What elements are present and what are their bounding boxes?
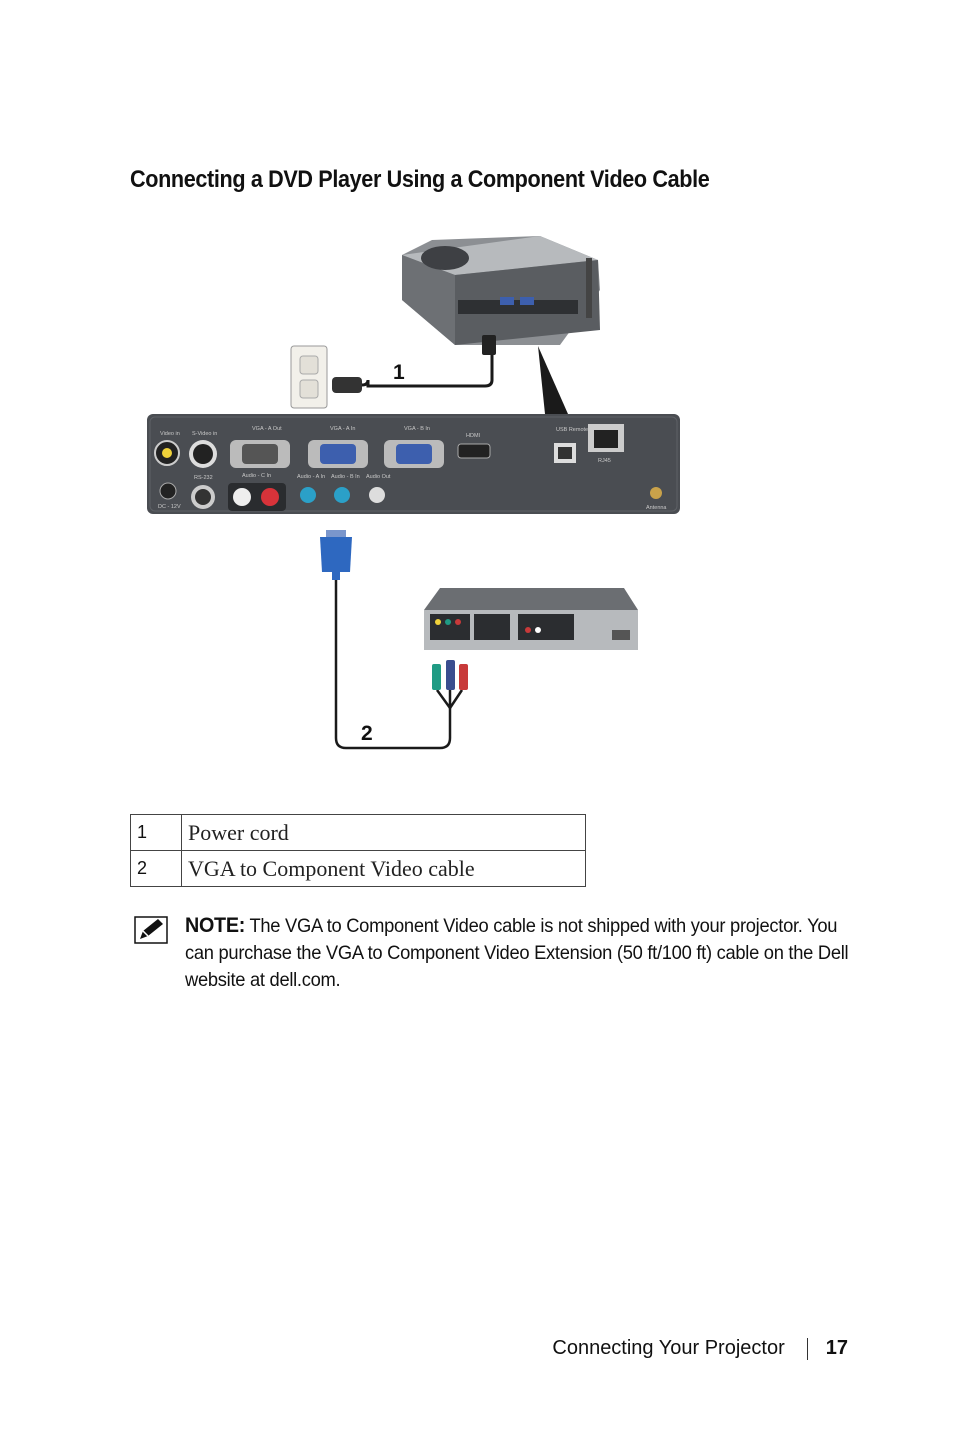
page-number: 17 bbox=[825, 1337, 848, 1359]
dell-link[interactable]: dell.com bbox=[269, 969, 336, 991]
callout-1: 1 bbox=[393, 361, 405, 384]
label-vga-b-in: VGA - B In bbox=[404, 426, 430, 432]
label-antenna: Antenna bbox=[646, 505, 667, 511]
label-hdmi: HDMI bbox=[466, 433, 481, 439]
pencil-note-icon bbox=[134, 916, 168, 944]
wall-outlet-illustration bbox=[290, 345, 328, 409]
note-text: NOTE: The VGA to Component Video cable i… bbox=[185, 912, 862, 994]
label-rj45: RJ45 bbox=[598, 458, 611, 464]
label-audio-c-in: Audio - C In bbox=[242, 473, 271, 479]
label-usb-remote: USB Remote bbox=[556, 427, 588, 433]
note-body: The VGA to Component Video cable is not … bbox=[185, 915, 849, 991]
page-footer: Connecting Your Projector 17 bbox=[552, 1337, 848, 1360]
page-heading: Connecting a DVD Player Using a Componen… bbox=[130, 166, 710, 193]
label-audio-a-in: Audio - A In bbox=[297, 474, 325, 480]
table-row: 1 Power cord bbox=[130, 814, 586, 851]
label-vga-a-in: VGA - A In bbox=[330, 426, 355, 432]
label-s-video-in: S-Video in bbox=[192, 431, 217, 437]
footer-section-title: Connecting Your Projector bbox=[552, 1337, 785, 1359]
dvd-player-illustration bbox=[424, 588, 638, 650]
label-dc-12v: DC - 12V bbox=[158, 504, 181, 510]
port-panel-illustration: Video in S-Video in VGA - A Out VGA - A … bbox=[147, 414, 680, 514]
legend-table: 1 Power cord 2 VGA to Component Video ca… bbox=[130, 814, 586, 887]
vga-component-cable bbox=[320, 530, 468, 750]
legend-description: VGA to Component Video cable bbox=[181, 850, 586, 887]
table-row: 2 VGA to Component Video cable bbox=[130, 850, 586, 887]
legend-number: 1 bbox=[130, 814, 182, 851]
legend-number: 2 bbox=[130, 850, 182, 887]
label-audio-b-in: Audio - B In bbox=[331, 474, 360, 480]
legend-description: Power cord bbox=[181, 814, 586, 851]
zoom-wedge bbox=[538, 346, 568, 414]
label-rs232: RS-232 bbox=[194, 475, 213, 481]
note-end: . bbox=[335, 969, 341, 991]
callout-2: 2 bbox=[361, 722, 373, 745]
footer-divider bbox=[806, 1337, 808, 1360]
note-label: NOTE: bbox=[185, 914, 245, 937]
label-vga-a-out: VGA - A Out bbox=[252, 426, 282, 432]
label-audio-out: Audio Out bbox=[366, 474, 391, 480]
power-cord bbox=[336, 340, 494, 388]
label-video-in: Video in bbox=[160, 431, 180, 437]
connection-diagram: 1 bbox=[147, 236, 680, 750]
projector-illustration bbox=[402, 236, 600, 345]
